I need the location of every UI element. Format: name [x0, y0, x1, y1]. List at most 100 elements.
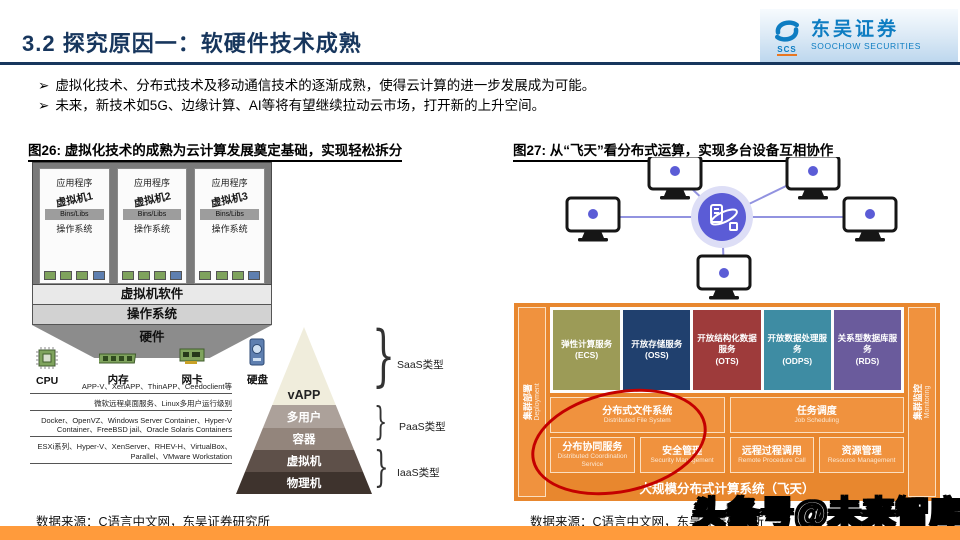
title-underline — [0, 62, 960, 65]
mini-cpu-icon — [121, 271, 134, 280]
deployment-label-cn: 集群部署 — [522, 383, 533, 421]
distributed-network-diagram — [565, 157, 898, 301]
disk-item: 硬盘 — [247, 338, 268, 387]
bullet-item: ➢ 未来，新技术如5G、边缘计算、AI等将有望继续拉动云市场，打开新的上升空间。 — [38, 96, 918, 116]
feitian-architecture-panel: 集群部署 Deployment 弹性计算服务 (ECS) 开放存储服务 (OSS… — [514, 303, 940, 501]
saas-type-label: SaaS类型 — [397, 359, 444, 371]
paas-brace: } — [374, 399, 388, 443]
nic-item: 网卡 — [178, 347, 206, 387]
deployment-sidebar: 集群部署 Deployment — [518, 307, 546, 497]
service-abbr: (ECS) — [575, 350, 599, 360]
cpu-icon — [36, 347, 59, 369]
monitor-icon — [647, 157, 703, 201]
box-label-cn: 任务调度 — [796, 405, 837, 417]
mini-disk-icon — [248, 271, 260, 280]
box-label-en: Distributed File System — [603, 417, 671, 425]
disk-label: 硬盘 — [246, 374, 268, 386]
box-label-cn: 资源管理 — [841, 445, 882, 457]
mini-disk-icon — [170, 271, 183, 280]
cloud-services-row: 弹性计算服务 (ECS) 开放存储服务 (OSS) 开放结构化数据服务 (OTS… — [550, 307, 904, 393]
memory-item: 内存 — [97, 351, 137, 387]
mini-cpu-icon — [199, 271, 212, 280]
resource-management-box: 资源管理 Resource Management — [819, 437, 904, 473]
box-label-en: Job Scheduling — [794, 417, 839, 425]
vm-bins-label: Bins/Libs — [122, 209, 182, 220]
box-label-en: Remote Procedure Call — [738, 457, 806, 465]
saas-brace: } — [372, 317, 396, 394]
iaas-brace: } — [374, 442, 389, 491]
soochow-swoosh-icon — [775, 19, 799, 42]
service-rds: 关系型数据库服务 (RDS) — [833, 310, 902, 390]
summary-bullets: ➢ 虚拟化技术、分布式技术及移动通信技术的逐渐成熟，使得云计算的进一步发展成为可… — [38, 76, 918, 117]
security-management-box: 安全管理 Security Management — [639, 437, 725, 473]
bullet-text: 未来，新技术如5G、边缘计算、AI等将有望继续拉动云市场，打开新的上升空间。 — [55, 98, 546, 114]
bullet-arrow-icon: ➢ — [38, 78, 50, 93]
hardware-layer-zone: 硬件 CPU — [32, 325, 272, 387]
architecture-caption: 大规模分布式计算系统（飞天） — [639, 481, 815, 496]
disk-icon — [249, 338, 265, 366]
box-label-cn: 分布式文件系统 — [602, 405, 673, 417]
vm-bins-label: Bins/Libs — [45, 209, 104, 220]
box-label-en: Resource Management — [827, 457, 896, 465]
annotation: APP-V、XenAPP、ThinAPP、Ceedoclient等 — [30, 382, 232, 394]
memory-icon — [97, 353, 137, 364]
hardware-icons-row: CPU 内存 — [36, 338, 268, 387]
service-abbr: (RDS) — [855, 355, 880, 366]
service-abbr: (OTS) — [715, 355, 739, 366]
vm-os-label: 操作系统 — [211, 224, 248, 234]
cpu-item: CPU — [36, 347, 58, 387]
service-name: 关系型数据库服务 — [837, 333, 898, 355]
monitor-icon — [842, 196, 898, 243]
mini-nic-icon — [76, 271, 89, 280]
service-name: 开放存储服务 — [631, 338, 683, 349]
pyramid-level-multiuser: 多用户 — [236, 405, 372, 428]
service-name: 开放数据处理服务 — [767, 333, 827, 355]
virtualization-stack-diagram: 应用程序 虚拟机1 Bins/Libs 操作系统 应用程序 虚拟机2 Bins/… — [32, 162, 272, 387]
vm-mini-hardware-icons — [199, 271, 260, 280]
service-oss: 开放存储服务 (OSS) — [623, 310, 691, 390]
figure27-source: 数据来源：C语言中文网，东吴证券研究所 — [530, 515, 765, 529]
vm-os-label: 操作系统 — [134, 224, 171, 234]
vm-container: 应用程序 虚拟机1 Bins/Libs 操作系统 应用程序 虚拟机2 Bins/… — [32, 162, 272, 285]
pyramid-annotations: APP-V、XenAPP、ThinAPP、Ceedoclient等 微软远程桌面… — [30, 382, 232, 469]
bottom-bar — [0, 526, 960, 540]
bullet-text: 虚拟化技术、分布式技术及移动通信技术的逐渐成熟，使得云计算的进一步发展成为可能。 — [55, 78, 596, 93]
paas-type-label: PaaS类型 — [399, 421, 446, 433]
box-label-cn: 分布协同服务 — [562, 441, 623, 453]
vm-card-2: 应用程序 虚拟机2 Bins/Libs 操作系统 — [116, 168, 188, 284]
pyramid-level-vm: 虚拟机 — [236, 449, 372, 472]
service-odps: 开放数据处理服务 (ODPS) — [763, 310, 831, 390]
box-label-cn: 安全管理 — [662, 445, 703, 457]
monitor-icon — [785, 157, 841, 201]
service-abbr: (OSS) — [644, 350, 669, 360]
mini-disk-icon — [92, 271, 105, 280]
vm-app-label: 应用程序 — [56, 178, 93, 188]
annotation: 微软远程桌面服务、Linux多用户运行级别 — [30, 399, 232, 411]
vm-os-label: 操作系统 — [56, 224, 93, 234]
mini-nic-icon — [231, 271, 244, 280]
pyramid-level-container: 容器 — [236, 427, 372, 450]
mini-nic-icon — [154, 271, 167, 280]
vm-app-label: 应用程序 — [134, 178, 171, 188]
vm-mini-hardware-icons — [44, 271, 105, 280]
figure26-source: 数据来源：C语言中文网，东吴证券研究所 — [36, 515, 271, 529]
platform-row-2: 分布协同服务 Distributed Coordination Service … — [550, 437, 904, 473]
link-dots — [588, 166, 875, 278]
service-abbr: (ODPS) — [782, 355, 813, 366]
nic-label: 网卡 — [181, 374, 203, 386]
deployment-label-en: Deployment — [533, 383, 541, 421]
figure26-title: 图26: 虚拟化技术的成熟为云计算发展奠定基础，实现轻松拆分 — [28, 139, 403, 162]
annotation: Docker、OpenVZ、Windows Server Container、H… — [30, 416, 232, 437]
cloud-server-icon — [710, 204, 738, 231]
os-layer: 操作系统 — [32, 305, 272, 325]
logo-mark-text: SCS — [777, 44, 797, 56]
vm-bins-label: Bins/Libs — [200, 209, 260, 220]
vm-card-1: 应用程序 虚拟机1 Bins/Libs 操作系统 — [39, 168, 110, 284]
vm-app-label: 应用程序 — [211, 178, 248, 188]
bullet-arrow-icon: ➢ — [38, 98, 50, 114]
page-title: 3.2 探究原因一：软硬件技术成熟 — [22, 31, 362, 56]
distributed-file-system-box: 分布式文件系统 Distributed File System — [550, 397, 725, 433]
feitian-core-node — [691, 186, 753, 248]
logo-brand-en: SOOCHOW SECURITIES — [811, 40, 921, 51]
